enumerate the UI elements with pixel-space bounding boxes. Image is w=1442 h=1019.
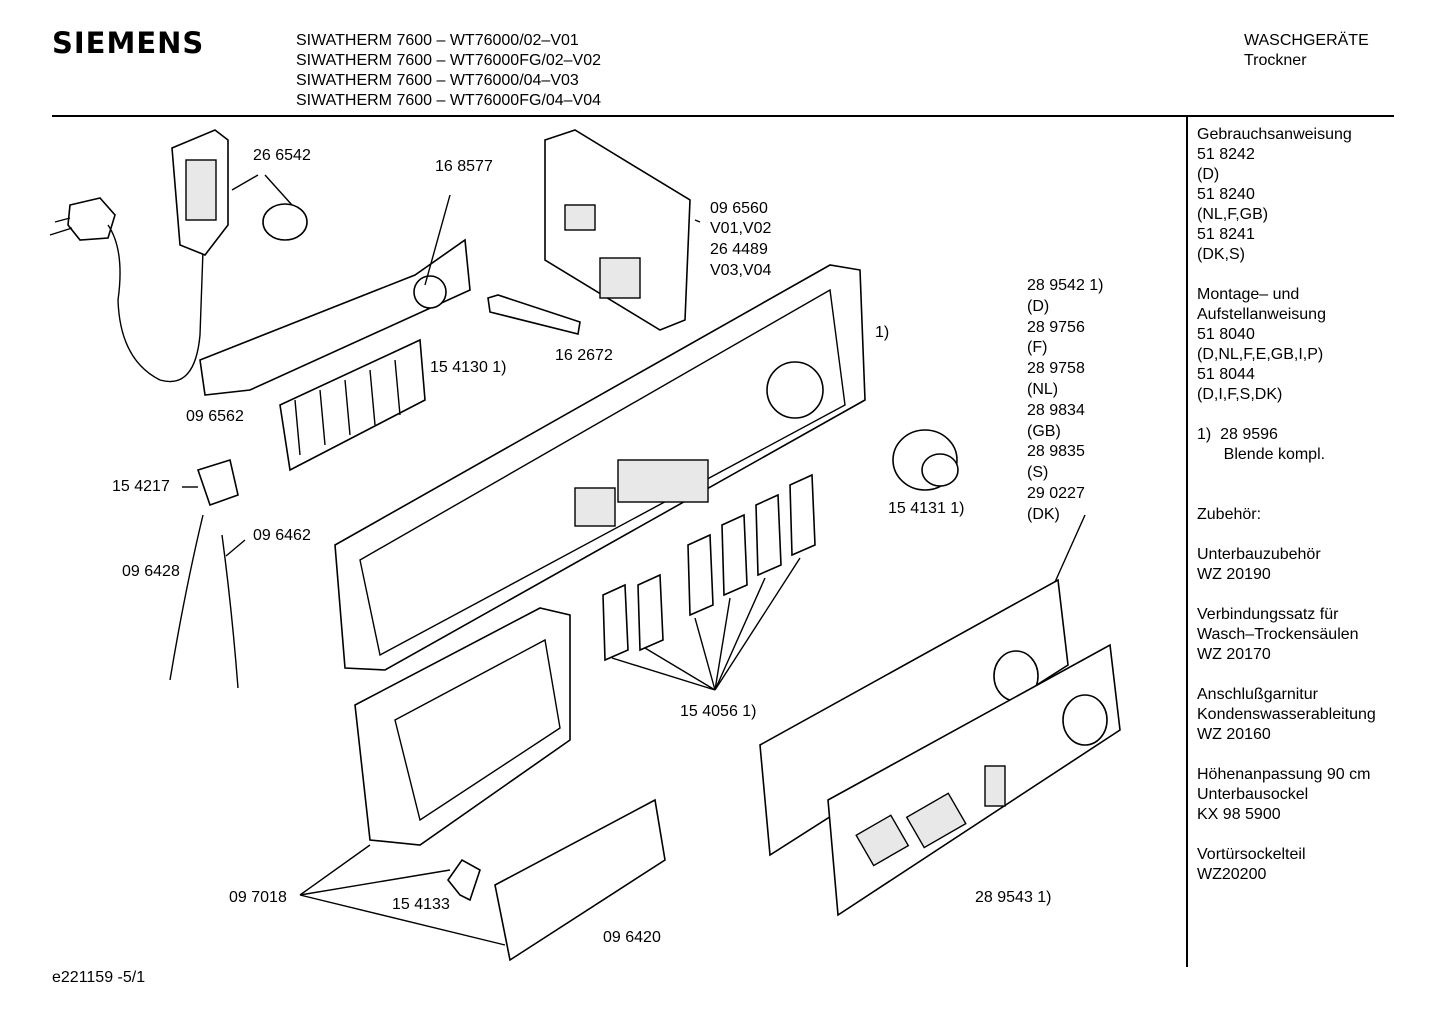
sidebar-line: Höhenanpassung 90 cm	[1197, 766, 1371, 783]
model-line-1: SIWATHERM 7600 – WT76000/02–V01	[296, 32, 579, 49]
power-cord-drawing	[49, 197, 204, 383]
part-label-154056: 15 4056 1)	[680, 703, 757, 720]
connector-drawing	[182, 458, 239, 507]
sidebar-line: Aufstellanweisung	[1197, 306, 1326, 323]
sidebar-line: (D,I,F,S,DK)	[1197, 386, 1283, 403]
part-label-097018: 09 7018	[229, 889, 287, 906]
sidebar-line: 51 8241	[1197, 226, 1255, 243]
language-plate-line: (GB)	[1027, 422, 1061, 440]
part-label-162672: 16 2672	[555, 347, 613, 364]
language-plate-line: (D)	[1027, 297, 1050, 315]
sidebar-line: (DK,S)	[1197, 246, 1245, 263]
part-label-v0102: V01,V02	[710, 220, 772, 237]
language-plate-line: 28 9758	[1027, 360, 1085, 378]
category-title: WASCHGERÄTE	[1244, 32, 1369, 49]
sidebar-line: Gebrauchsanweisung	[1197, 126, 1352, 143]
category-subtitle: Trockner	[1244, 52, 1307, 69]
language-plate-line: (S)	[1027, 464, 1049, 482]
language-plate-line: (NL)	[1027, 380, 1059, 398]
language-plate-list: 28 9542 1) (D) 28 9756 (F) 28 9758 (NL) 28 983…	[1027, 276, 1104, 526]
sidebar-line: 1) 28 9596	[1197, 426, 1278, 443]
flap-drawing	[494, 798, 666, 962]
part-label-096562: 09 6562	[186, 408, 244, 425]
sidebar-line: Verbindungssatz für	[1197, 606, 1339, 623]
sidebar-line: WZ 20170	[1197, 646, 1271, 663]
part-label-096560: 09 6560	[710, 200, 768, 217]
part-label-266542: 26 6542	[253, 147, 311, 164]
sidebar-line: Blende kompl.	[1197, 446, 1326, 463]
sidebar-line: 51 8040	[1197, 326, 1255, 343]
part-label-096462: 09 6462	[253, 527, 311, 544]
sidebar-lines: Gebrauchsanweisung 51 8242 (D) 51 8240 (NL,F…	[1197, 125, 1376, 885]
model-line-2: SIWATHERM 7600 – WT76000FG/02–V02	[296, 52, 602, 69]
sidebar-line: Vortürsockelteil	[1197, 846, 1306, 863]
sidebar-divider	[1186, 117, 1188, 967]
sidebar-line: WZ 20160	[1197, 726, 1271, 743]
sidebar-line: (D)	[1197, 166, 1220, 183]
part-label-168577: 16 8577	[435, 158, 493, 175]
sidebar-line: Montage– und	[1197, 286, 1300, 303]
language-plate-line: 29 0227	[1027, 484, 1085, 502]
model-line-3: SIWATHERM 7600 – WT76000/04–V03	[296, 72, 579, 89]
terminal-block-drawing	[171, 129, 308, 256]
fascia-plate-front-drawing	[827, 643, 1121, 917]
sidebar-line: Unterbauzubehör	[1197, 546, 1321, 563]
part-label-154130: 15 4130 1)	[430, 359, 507, 376]
language-plate-line: 28 9834	[1027, 401, 1085, 419]
sidebar-info: Gebrauchsanweisung 51 8242 (D) 51 8240 (NL,F…	[1197, 125, 1376, 885]
ribbon-cable-drawing	[487, 294, 581, 335]
part-label-264489: 26 4489	[710, 241, 768, 258]
sidebar-line: (NL,F,GB)	[1197, 206, 1269, 223]
part-label-096428: 09 6428	[122, 563, 180, 580]
sidebar-line: Zubehör:	[1197, 506, 1262, 523]
wires-drawing	[169, 514, 246, 689]
drawing-code: e221159 -5/1	[52, 969, 146, 986]
sidebar-line: WZ20200	[1197, 866, 1267, 883]
sidebar-line: 51 8242	[1197, 146, 1255, 163]
part-label-154133: 15 4133	[392, 896, 450, 913]
sidebar-line: (D,NL,F,E,GB,I,P)	[1197, 346, 1324, 363]
sidebar-line: 51 8240	[1197, 186, 1255, 203]
control-board-drawing	[199, 194, 471, 396]
part-label-one-paren: 1)	[875, 324, 890, 341]
header-divider	[52, 115, 1394, 117]
clip-drawing	[447, 858, 481, 902]
language-plate-lines: 28 9542 1) (D) 28 9756 (F) 28 9758 (NL) 28 983…	[1027, 276, 1104, 526]
sidebar-line: Unterbausockel	[1197, 786, 1309, 803]
sidebar-line: 51 8044	[1197, 366, 1255, 383]
module-drawing	[544, 129, 701, 331]
language-plate-line: 28 9542 1)	[1027, 277, 1104, 294]
model-line-4: SIWATHERM 7600 – WT76000FG/04–V04	[296, 92, 602, 109]
language-plate-line: (F)	[1027, 339, 1048, 357]
lower-cover-drawing	[299, 607, 571, 946]
language-plate-line: 28 9835	[1027, 443, 1085, 461]
sidebar-line: KX 98 5900	[1197, 806, 1281, 823]
language-plate-line: (DK)	[1027, 505, 1060, 523]
sidebar-line: Anschlußgarnitur	[1197, 686, 1318, 703]
part-label-154131: 15 4131 1)	[888, 500, 965, 517]
part-label-096420: 09 6420	[603, 929, 661, 946]
language-plate-line: 28 9756	[1027, 318, 1085, 336]
part-label-154217: 15 4217	[112, 478, 170, 495]
knob-drawing	[892, 429, 959, 491]
brand-logo: SIEMENS	[52, 26, 205, 60]
part-label-v0304: V03,V04	[710, 262, 772, 279]
fascia-plate-back-drawing	[759, 514, 1086, 857]
front-panel-drawing	[334, 264, 866, 671]
part-label-289543: 28 9543 1)	[975, 889, 1052, 906]
sidebar-line: Kondenswasserableitung	[1197, 706, 1376, 723]
switch-strip-drawing	[279, 338, 426, 472]
push-buttons-drawing	[602, 473, 816, 691]
sidebar-line: WZ 20190	[1197, 566, 1271, 583]
sidebar-line: Wasch–Trockensäulen	[1197, 626, 1359, 643]
